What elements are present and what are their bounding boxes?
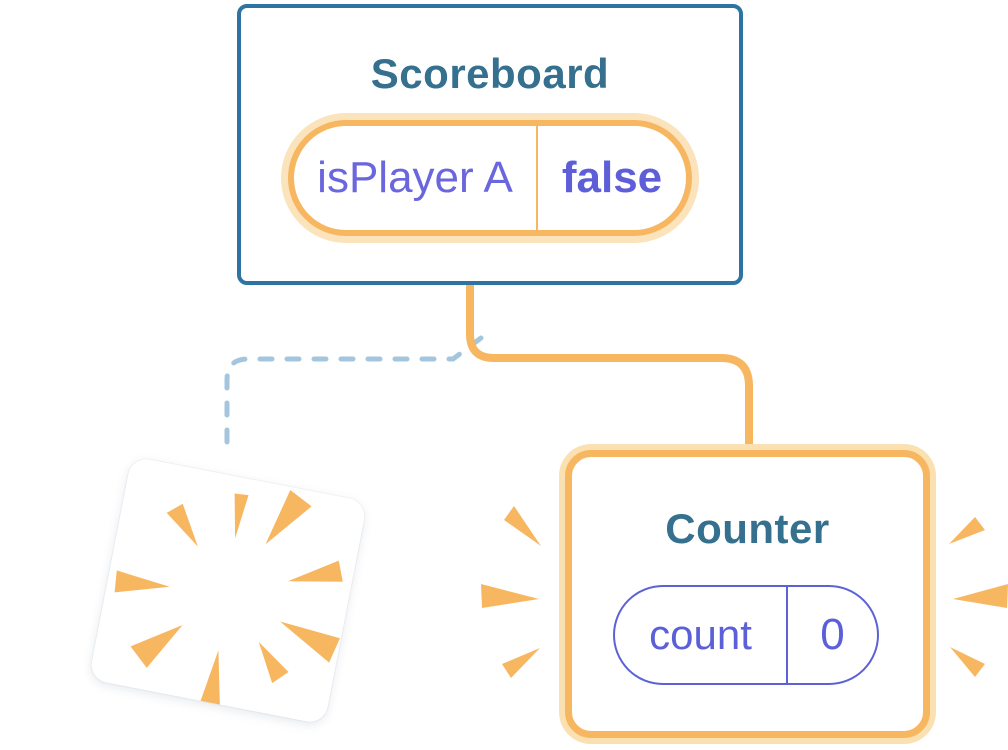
poof-burst-icon <box>114 490 343 706</box>
scoreboard-component-card: Scoreboard isPlayer A false <box>237 4 743 285</box>
counter-component-card: Counter count 0 <box>565 450 930 738</box>
spark-left-bottom <box>502 648 540 678</box>
pill-divider <box>786 587 788 683</box>
state-name-label: isPlayer A <box>317 153 513 202</box>
spark-right-top <box>949 517 985 544</box>
spark-left-top <box>504 506 541 546</box>
removed-branch-dashed-line <box>224 335 484 459</box>
spark-lines-icon <box>481 506 1008 678</box>
state-value-label: false <box>561 153 663 202</box>
destroyed-component-card <box>88 456 368 725</box>
counter-state-pill: count 0 <box>613 585 879 685</box>
scoreboard-title: Scoreboard <box>370 50 610 97</box>
spark-right-middle <box>953 584 1008 608</box>
scoreboard-state-pill: isPlayer A false <box>288 120 692 236</box>
pill-divider <box>536 126 538 230</box>
counter-title: Counter <box>665 505 830 552</box>
spark-left-middle <box>481 584 539 608</box>
kept-branch-solid-line <box>466 284 753 452</box>
spark-right-bottom <box>950 647 985 677</box>
state-value-label: 0 <box>820 610 845 659</box>
state-name-label: count <box>649 611 752 658</box>
